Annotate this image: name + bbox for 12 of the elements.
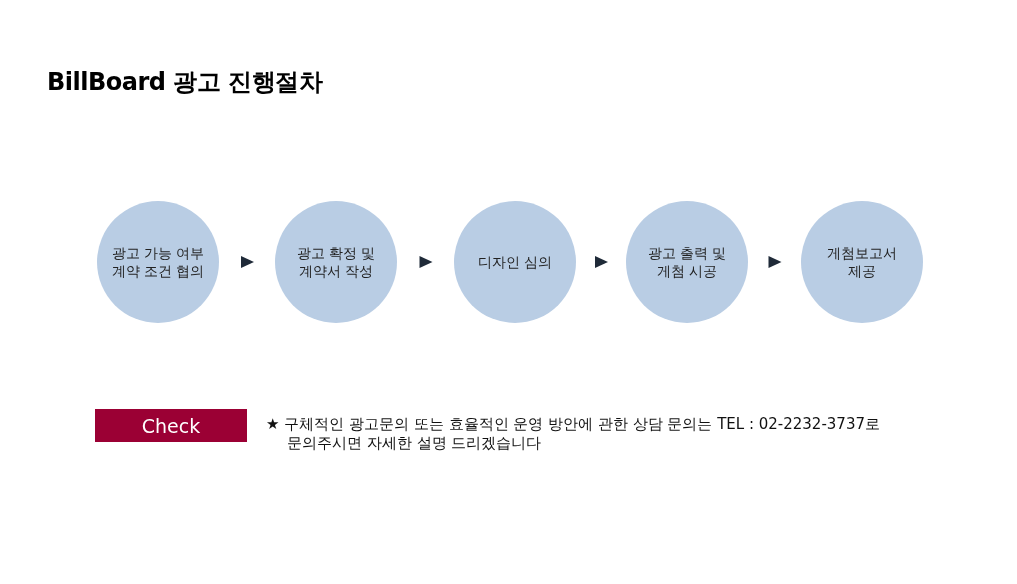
step-circle: 게첨보고서 제공 [801,201,923,323]
title: BillBoard 광고 진행절차 [47,67,323,98]
note-text: ★ 구체적인 광고문의 또는 효율적인 운영 방안에 관한 상담 문의는 TEL : 02-2232-3737로 문의주시면 자세한 설명 드리겠습니다 [266,415,881,453]
check-badge: Check [95,409,247,442]
arrow [595,256,608,268]
arrow [241,256,254,268]
step-circle: 디자인 심의 [454,201,576,323]
step-circle: 광고 확정 및 계약서 작성 [275,201,397,323]
step-circle: 광고 가능 여부 계약 조건 협의 [97,201,219,323]
arrow [419,256,433,268]
step-circle: 광고 출력 및 게첨 시공 [626,201,748,323]
arrow [768,256,782,268]
